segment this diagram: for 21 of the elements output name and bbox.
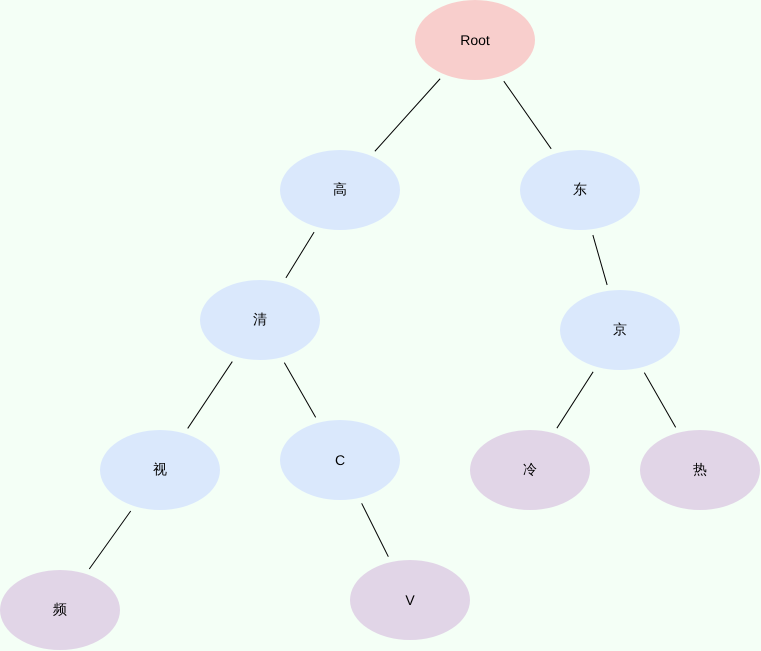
connector-line (374, 78, 441, 152)
node-label: 冷 (523, 461, 537, 479)
connector-line (88, 510, 132, 570)
node-label: 京 (613, 321, 627, 339)
node-label: 频 (53, 601, 67, 619)
connector-line (285, 232, 315, 278)
node-label: 清 (253, 311, 267, 329)
node-label: Root (460, 32, 490, 48)
connector-line (592, 234, 608, 286)
node-label: 视 (153, 461, 167, 479)
node-label: V (405, 592, 415, 608)
node-label: 高 (333, 181, 347, 199)
connector-line (503, 80, 552, 150)
connector-line (284, 362, 316, 418)
node-label: 热 (693, 461, 707, 479)
connector-line (644, 372, 676, 428)
connector-line (556, 371, 594, 429)
node-label: C (334, 452, 346, 468)
node-label: 东 (573, 181, 587, 199)
connector-line (187, 361, 233, 429)
connector-line (361, 502, 389, 558)
